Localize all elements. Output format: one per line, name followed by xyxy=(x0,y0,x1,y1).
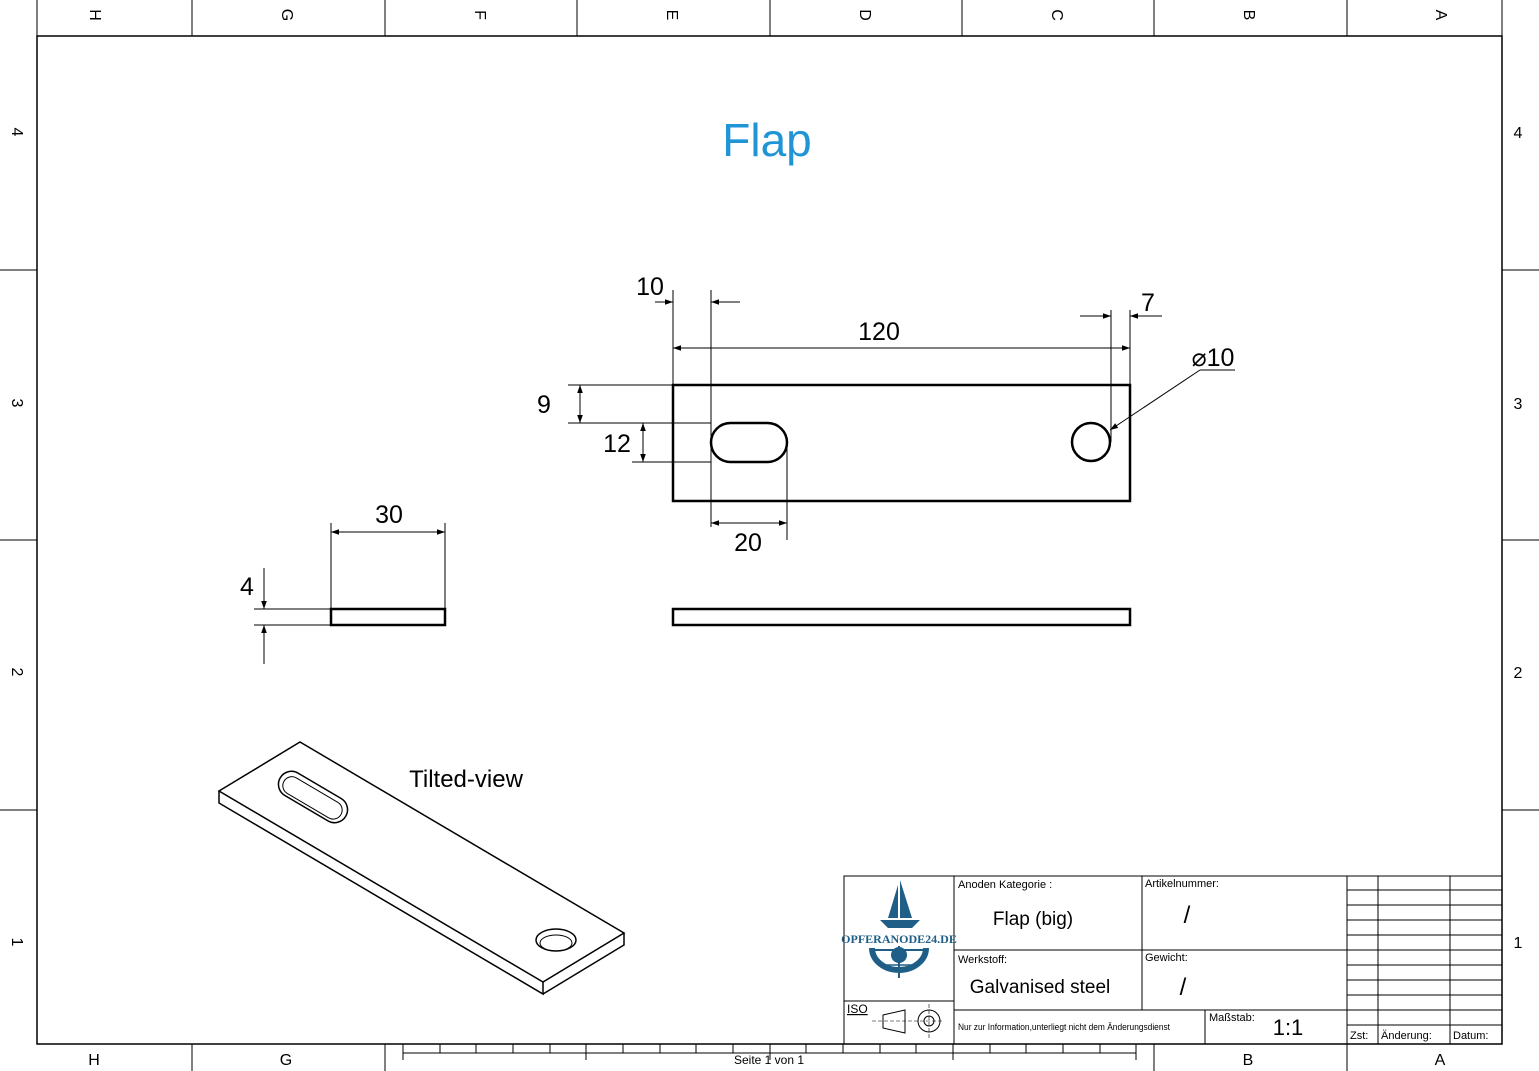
zone-top-b: B xyxy=(1240,10,1257,21)
slot-hole xyxy=(709,421,789,464)
tilted-view: Tilted-view xyxy=(217,741,626,996)
gewicht-value: / xyxy=(1180,974,1187,1001)
dim-hole-diameter: ⌀10 xyxy=(1192,344,1235,372)
iso-label: ISO xyxy=(847,1002,868,1016)
aenderung-label: Änderung: xyxy=(1381,1030,1432,1042)
page-info: Seite 1 von 1 xyxy=(734,1053,804,1067)
drawing-title: Flap xyxy=(722,114,811,166)
company-logo: OPFERANODE24.DE xyxy=(841,880,957,978)
datum-label: Datum: xyxy=(1453,1030,1488,1042)
side-view-plate xyxy=(329,607,447,627)
zone-bottom-g: G xyxy=(280,1052,292,1069)
dim-edge-offset: 7 xyxy=(1141,289,1155,317)
massstab-label: Maßstab: xyxy=(1209,1012,1255,1024)
dim-plate-width: 30 xyxy=(375,501,403,529)
side-view: 30 4 xyxy=(240,501,447,664)
round-hole xyxy=(1070,421,1112,463)
zone-top-f: F xyxy=(471,10,488,20)
projection-symbol-icon xyxy=(872,1004,944,1038)
anoden-kategorie-label: Anoden Kategorie : xyxy=(958,879,1052,891)
title-block: OPFERANODE24.DE ISO Anoden Kategorie : F… xyxy=(841,875,1503,1045)
row-right-4: 4 xyxy=(1514,125,1523,142)
plate-outline xyxy=(671,383,1132,503)
zone-bottom-b: B xyxy=(1243,1052,1254,1069)
dim-hole-from-top: 9 xyxy=(537,391,551,419)
zone-letters-top: H G F E D C B A xyxy=(86,9,1449,21)
row-left-4: 4 xyxy=(8,128,25,137)
artikelnummer-value: / xyxy=(1184,902,1191,929)
zone-top-a: A xyxy=(1432,10,1449,21)
dim-thickness: 4 xyxy=(240,573,254,601)
row-numbers-right: 4 3 2 1 xyxy=(1514,125,1523,952)
row-left-2: 2 xyxy=(8,668,25,677)
row-right-3: 3 xyxy=(1514,396,1523,413)
gewicht-label: Gewicht: xyxy=(1145,952,1188,964)
dim-slot-length: 20 xyxy=(734,529,762,557)
dim-total-length: 120 xyxy=(858,318,900,346)
zone-top-g: G xyxy=(278,9,295,21)
row-right-1: 1 xyxy=(1514,935,1523,952)
front-view-plate xyxy=(671,607,1132,627)
row-right-2: 2 xyxy=(1514,665,1523,682)
row-left-1: 1 xyxy=(8,938,25,947)
disclaimer-text: Nur zur Information,unterliegt nicht dem… xyxy=(958,1022,1170,1032)
bottom-ruler: Seite 1 von 1 xyxy=(402,1044,1137,1067)
artikelnummer-label: Artikelnummer: xyxy=(1145,878,1219,890)
tilted-view-label: Tilted-view xyxy=(409,766,523,793)
anoden-kategorie-value: Flap (big) xyxy=(993,909,1073,930)
dim-slot-offset: 10 xyxy=(636,273,664,301)
top-view: 10 120 7 ⌀10 9 12 20 xyxy=(537,273,1235,557)
zone-top-e: E xyxy=(663,10,680,21)
row-left-3: 3 xyxy=(8,399,25,408)
zone-top-h: H xyxy=(86,9,103,21)
werkstoff-label: Werkstoff: xyxy=(958,954,1007,966)
massstab-value: 1:1 xyxy=(1273,1015,1304,1040)
zst-label: Zst: xyxy=(1350,1030,1368,1042)
zone-top-d: D xyxy=(856,9,873,21)
werkstoff-value: Galvanised steel xyxy=(970,977,1110,998)
zone-bottom-a: A xyxy=(1435,1052,1446,1069)
row-numbers-left: 4 3 2 1 xyxy=(8,128,25,947)
zone-bottom-h: H xyxy=(88,1052,100,1069)
zone-letters-bottom: H G B A xyxy=(88,1052,1445,1069)
dim-slot-width: 12 xyxy=(603,430,631,458)
logo-text: OPFERANODE24.DE xyxy=(841,932,957,946)
zone-top-c: C xyxy=(1048,9,1065,21)
